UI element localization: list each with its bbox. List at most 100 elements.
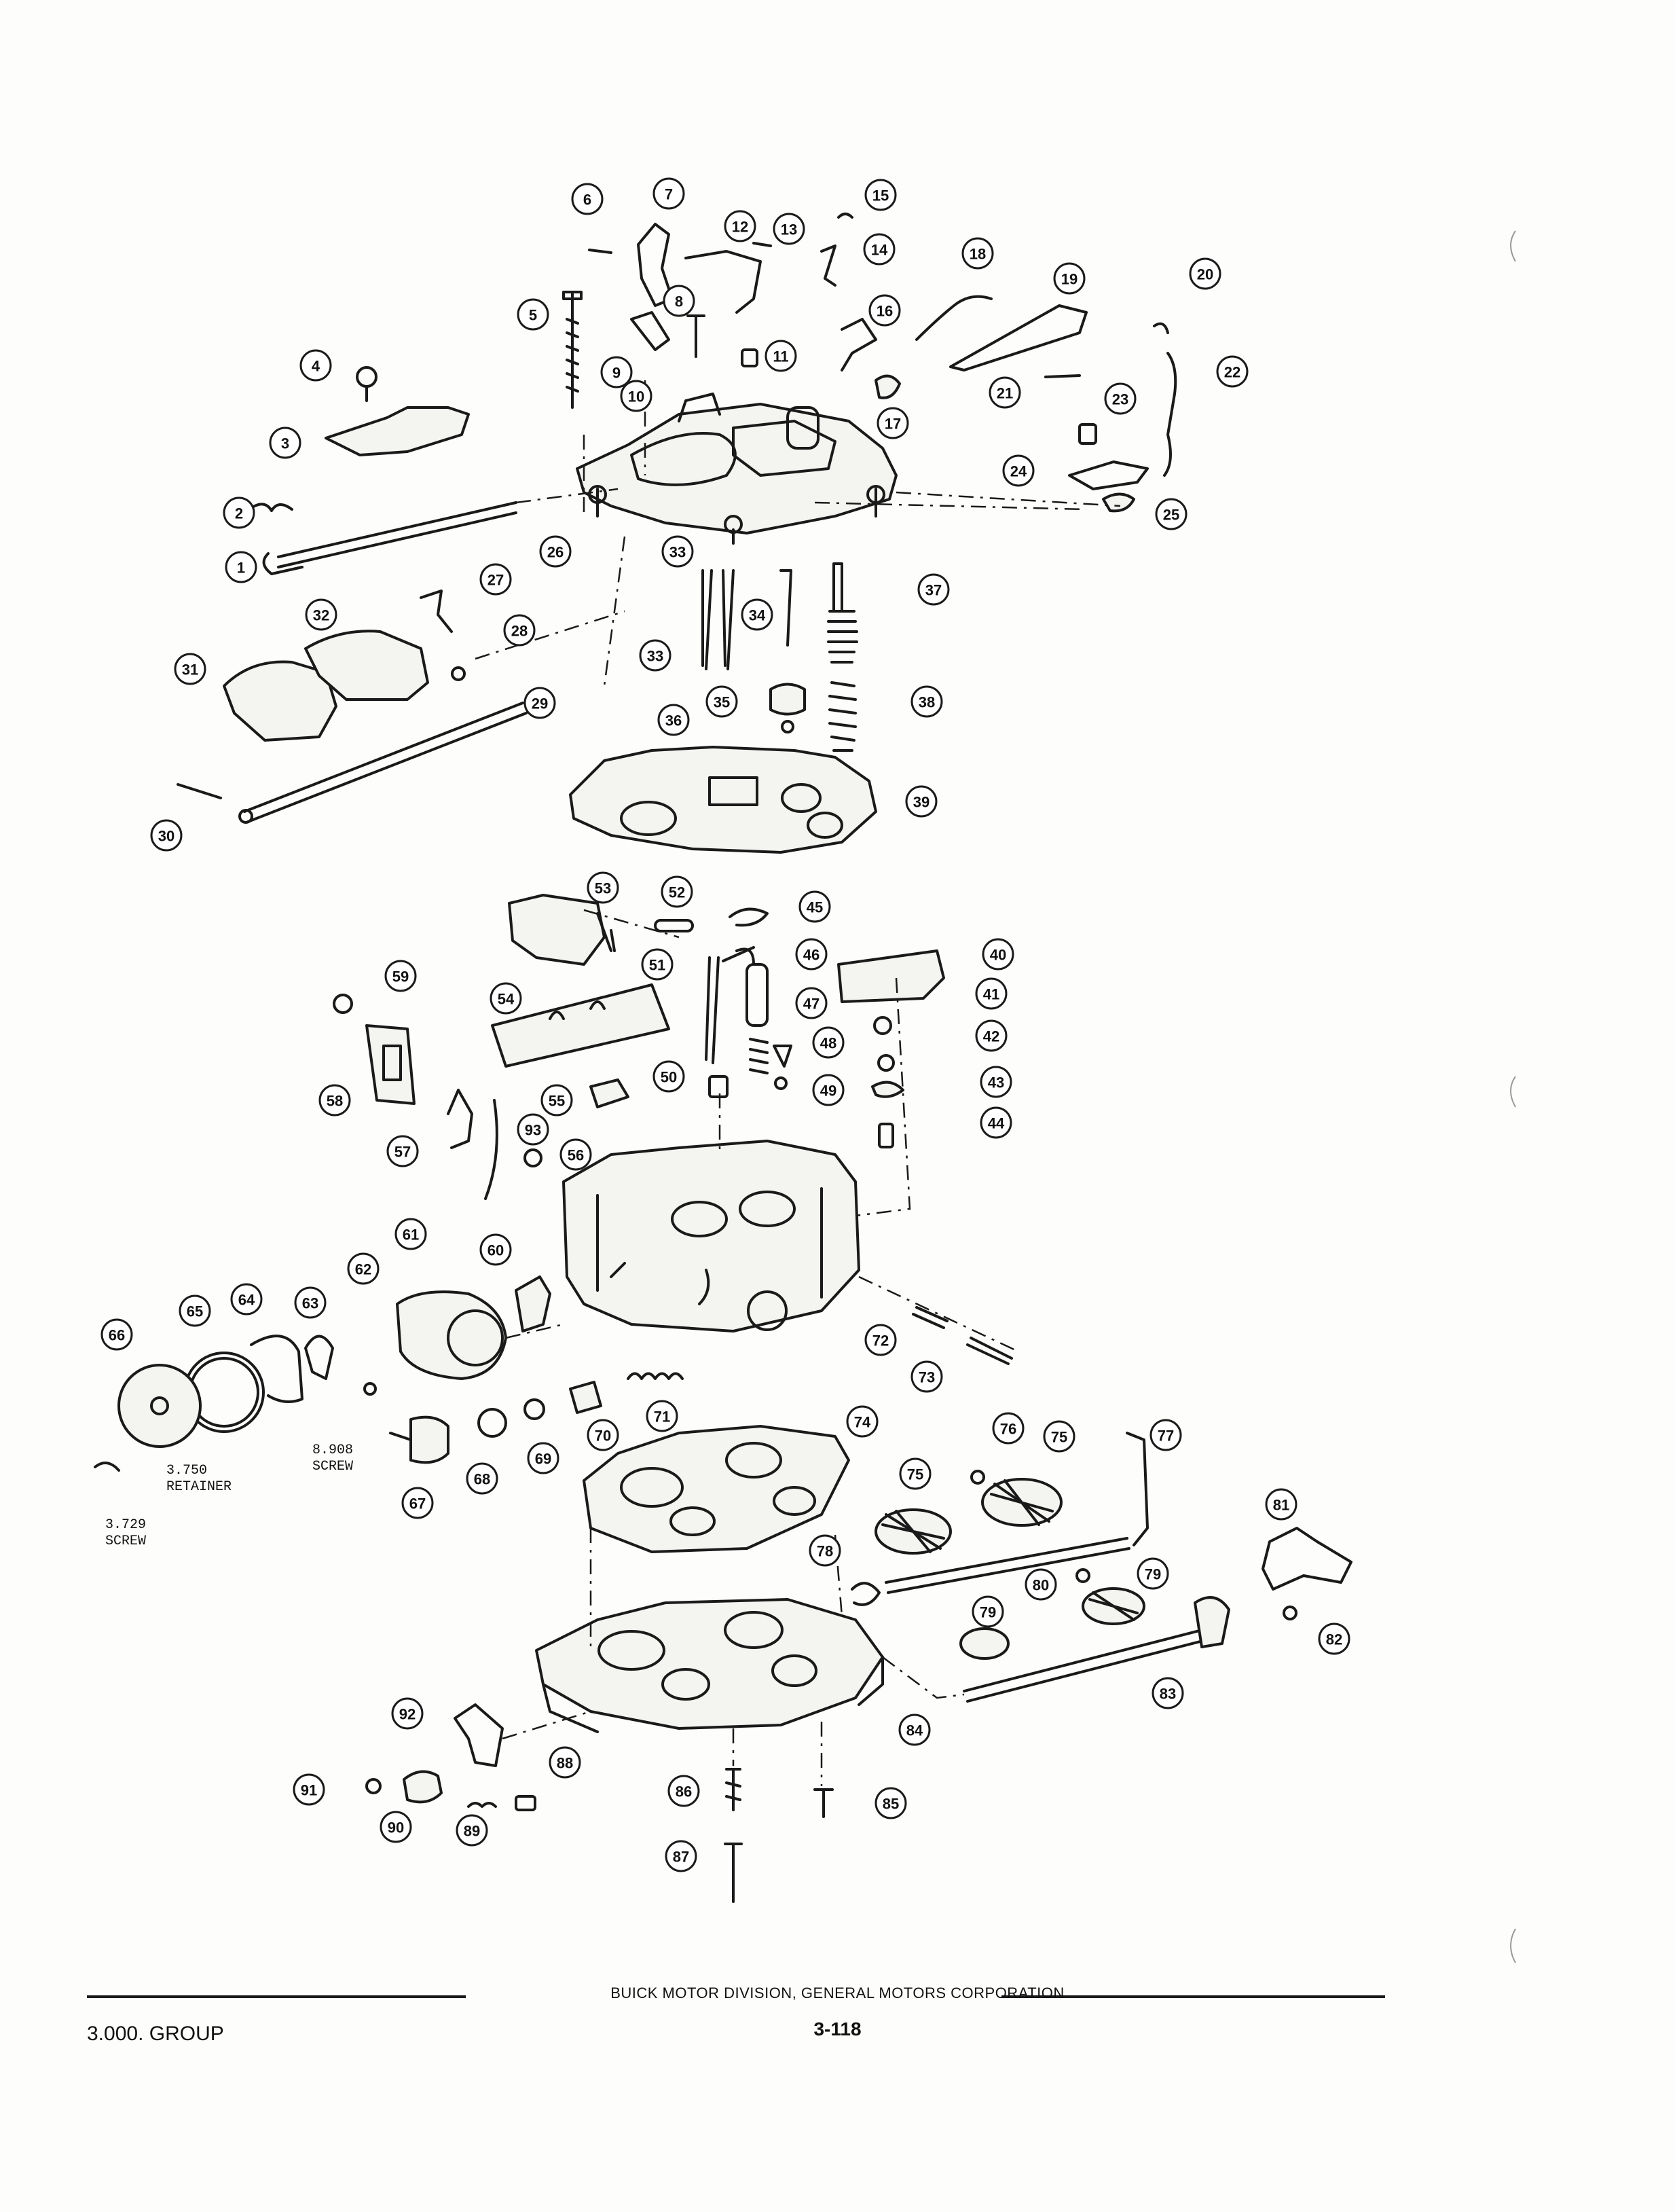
callout-72: 72	[864, 1324, 897, 1356]
callout-circle	[795, 987, 828, 1019]
callout-circle	[294, 1286, 327, 1319]
callout-49: 49	[812, 1074, 845, 1106]
callout-74: 74	[846, 1405, 879, 1438]
callout-73: 73	[910, 1360, 943, 1393]
callout-33: 33	[639, 639, 671, 672]
callout-26: 26	[539, 535, 572, 568]
callout-29: 29	[523, 687, 556, 719]
callout-number: 38	[919, 694, 935, 711]
callout-circle	[661, 875, 693, 908]
air-horn-group	[250, 213, 1177, 575]
callout-58: 58	[318, 1084, 351, 1117]
callout-circle	[230, 1283, 263, 1316]
float-bowl-casting	[562, 1140, 860, 1332]
callout-number: 91	[301, 1782, 317, 1799]
callout-circle	[705, 685, 738, 718]
callout-circle	[982, 938, 1014, 971]
callout-circle	[305, 598, 337, 631]
callout-59: 59	[384, 960, 417, 992]
callout-circle	[975, 1019, 1008, 1052]
callout-circle	[1152, 1677, 1184, 1709]
callout-16: 16	[868, 294, 901, 327]
callout-circle	[539, 535, 572, 568]
callout-4: 4	[299, 349, 332, 382]
callout-number: 61	[403, 1227, 419, 1244]
callout-circle	[490, 982, 522, 1015]
callout-circle	[898, 1714, 931, 1746]
callout-number: 31	[182, 661, 198, 678]
callout-number: 41	[983, 986, 999, 1003]
callout-78: 78	[809, 1534, 841, 1567]
callout-circle	[875, 1787, 907, 1819]
callout-number: 75	[1051, 1429, 1067, 1446]
callout-number: 62	[355, 1261, 371, 1278]
callout-89: 89	[456, 1814, 488, 1847]
callout-circle	[299, 349, 332, 382]
callout-70: 70	[587, 1419, 619, 1451]
callout-circle	[663, 285, 695, 317]
callout-68: 68	[466, 1462, 498, 1495]
note-value: 8.908	[312, 1443, 353, 1458]
callout-21: 21	[989, 376, 1021, 409]
callout-circle	[905, 785, 938, 818]
callout-52: 52	[661, 875, 693, 908]
callout-circle	[864, 1324, 897, 1356]
callout-number: 77	[1158, 1428, 1174, 1445]
callout-circle	[1043, 1420, 1075, 1453]
callout-number: 11	[773, 348, 788, 365]
callout-circle	[652, 1060, 685, 1093]
callout-circle	[661, 535, 694, 568]
callout-number: 35	[714, 694, 730, 711]
callout-69: 69	[527, 1442, 559, 1474]
callout-number: 22	[1224, 364, 1240, 381]
callout-circle	[620, 380, 652, 412]
callout-number: 52	[669, 884, 685, 901]
callout-54: 54	[490, 982, 522, 1015]
callout-circle	[225, 551, 257, 583]
callout-circle	[639, 639, 671, 672]
callout-number: 8	[675, 293, 683, 310]
footer-rule-left	[87, 1995, 466, 1998]
callout-number: 70	[595, 1428, 611, 1445]
float-bowl-group	[94, 894, 1019, 1472]
callout-11: 11	[765, 340, 797, 372]
callout-84: 84	[898, 1714, 931, 1746]
callout-number: 33	[647, 648, 663, 665]
callout-number: 42	[983, 1028, 999, 1045]
callout-53: 53	[587, 871, 619, 904]
callout-circle	[980, 1066, 1012, 1098]
group-label: 3.000. GROUP	[87, 2023, 224, 2045]
callout-77: 77	[1149, 1419, 1182, 1451]
callout-56: 56	[559, 1138, 592, 1171]
callout-circle	[910, 1360, 943, 1393]
callout-circle	[517, 1113, 549, 1146]
callout-number: 74	[854, 1414, 871, 1431]
callout-number: 18	[970, 246, 986, 263]
callout-45: 45	[798, 890, 831, 923]
callout-number: 37	[925, 582, 942, 599]
callout-86: 86	[667, 1775, 700, 1807]
callout-circle	[517, 298, 549, 331]
note-value: 3.729	[105, 1517, 146, 1533]
callout-circle	[1318, 1622, 1350, 1655]
callout-circle	[741, 598, 773, 631]
callout-circle	[179, 1294, 211, 1327]
callout-37: 37	[917, 573, 950, 606]
callout-circle	[646, 1400, 678, 1432]
callout-circle	[1265, 1488, 1297, 1521]
callout-28: 28	[503, 614, 536, 647]
callout-circle	[384, 960, 417, 992]
callout-circle	[864, 179, 897, 211]
callout-number: 78	[817, 1543, 833, 1560]
callout-number: 33	[669, 544, 686, 561]
callout-number: 28	[511, 623, 528, 640]
callout-25: 25	[1155, 498, 1188, 530]
callout-71: 71	[646, 1400, 678, 1432]
callout-circle	[1104, 382, 1137, 415]
callout-number: 4	[312, 358, 320, 375]
callout-79: 79	[972, 1595, 1004, 1628]
callout-circle	[961, 237, 994, 270]
callout-93: 93	[517, 1113, 549, 1146]
callout-67: 67	[401, 1487, 434, 1519]
